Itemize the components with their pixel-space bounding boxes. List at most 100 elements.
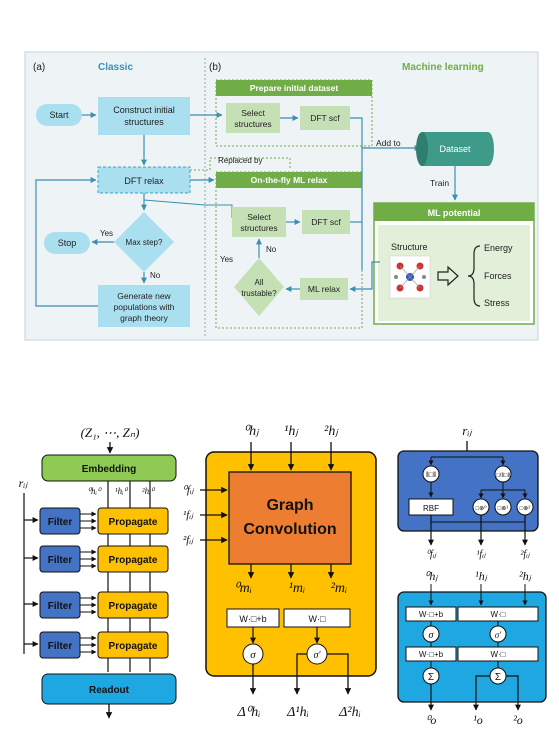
right-w-label-1: W·□ [490,610,505,619]
ml-relax-node [300,278,348,300]
propagate-block [97,507,169,535]
embedding-block [41,454,177,482]
max-step-diamond [114,212,174,272]
filter-label: Filter [48,641,73,652]
stress-label: Stress [484,298,510,308]
sh0-icon: □⊗⁰ [475,505,487,512]
max-step-label: Max step? [126,238,163,247]
panel-b-label: (b) [209,62,221,73]
yes-label-b: Yes [220,255,233,264]
readout-label: Readout [89,685,130,696]
gc-title-2: Convolution [243,521,336,538]
propagate-label: Propagate [109,601,158,612]
start-node [36,104,82,126]
stop-label: Stop [58,238,77,248]
mid-wb-label: W·□+b [239,614,266,624]
dft-scf2-label: DFT scf [311,217,341,227]
all-trustable-diamond [234,258,284,316]
all-label: All [255,278,264,287]
right-sigma-label: σ [429,630,435,641]
mid-out-2: Δ²hᵢ [338,705,361,720]
trustable-label: trustable? [241,289,277,298]
right-f-2: ²fᵢⱼ [520,549,530,560]
energy-label: Energy [484,243,513,253]
h-label-2: ²hᵢ⁰ [142,486,156,496]
right-sum-label-2: Σ [495,672,501,683]
nn-right: rᵢⱼ ‖□‖ □/‖□‖ RBF □⊗⁰ □⊗¹ □⊗² ⁰fᵢⱼ ¹fᵢⱼ … [397,423,547,727]
unit-vector-icon: □/‖□‖ [496,473,510,479]
select2-label-1: Select [247,212,271,222]
right-w-label-2: W·□ [490,650,505,659]
right-f-0: ⁰fᵢⱼ [426,549,437,560]
ml-potential-title: ML potential [428,208,481,218]
select-label-1: Select [241,108,265,118]
construct-label-2: structures [124,117,164,127]
mid-m-0: ⁰mᵢ [234,581,252,596]
select-node [226,103,280,133]
mid-w-label: W·□ [309,614,326,624]
select-label-2: structures [234,119,271,129]
rij-label-right: rᵢⱼ [462,423,472,438]
rij-label-left: rᵢⱼ [19,476,29,490]
filter-label: Filter [48,517,73,528]
filter-panel [397,450,539,532]
mid-sigma-prime-label: σ′ [313,650,321,661]
ml-relax-label: ML relax [308,284,341,294]
filter-label: Filter [48,601,73,612]
dft-scf2-node [302,210,350,234]
mid-f-2: ²fᵢⱼ [183,534,194,546]
propagate-label: Propagate [109,517,158,528]
generate-node [98,285,190,327]
prepare-title: Prepare initial dataset [250,83,339,93]
h-label-1: ¹hᵢ⁰ [115,486,129,496]
right-sum-label-1: Σ [428,672,434,683]
onthefly-title: On-the-fly ML relax [251,175,328,185]
propagate-block [97,631,169,659]
propagate-block [97,591,169,619]
generate-label-3: graph theory [120,313,168,323]
propagate-label: Propagate [109,555,158,566]
nn-left: (Z₁, ⋯, Zₙ) Embedding ⁰hᵢ⁰ ¹hᵢ⁰ ²hᵢ⁰ rᵢⱼ… [19,425,177,719]
construct-node [98,97,190,135]
sh1-node [494,498,512,516]
no-label-a: No [150,271,161,280]
crystal-structure-image [389,255,431,299]
right-out-0: ⁰o [426,713,437,727]
dft-scf-label: DFT scf [310,113,340,123]
ml-potential-header [374,203,534,221]
graph-convolution-block [228,471,352,565]
prepare-header [216,80,372,96]
right-in-0: ⁰hⱼ [425,569,439,583]
dataset-label: Dataset [439,144,471,154]
mid-out-1: Δ¹hᵢ [286,705,309,720]
train-label: Train [430,178,449,188]
mid-m-2: ²mᵢ [331,581,348,596]
panel-a-label: (a) [33,62,45,73]
right-out-1: ¹o [473,713,483,727]
stop-node [44,232,90,254]
mid-sigma-label: σ [250,649,256,661]
propagate-label: Propagate [109,641,158,652]
mid-out-0: Δ⁰hᵢ [236,705,260,720]
flowchart: (a) Classic Start Construct initial stru… [24,51,539,341]
right-sigma-prime-label: σ′ [495,630,502,640]
rbf-label: RBF [423,504,439,513]
sh2-icon: □⊗² [520,506,531,512]
propagate-block [97,545,169,573]
right-wb-label-2: W·□+b [419,650,444,659]
mid-f-0: ⁰fᵢⱼ [182,484,194,496]
gc-title-1: Graph [266,497,313,514]
h-label-0: ⁰hᵢ⁰ [87,486,102,496]
nn-left-input: (Z₁, ⋯, Zₙ) [81,425,140,440]
dft-relax-node [97,166,191,194]
filter-label: Filter [48,555,73,566]
select2-label-2: structures [240,223,277,233]
select2-node [232,207,286,237]
panel-a-title: Classic [98,62,133,73]
generate-label-1: Generate new [117,291,171,301]
right-in-1: ¹hⱼ [475,569,488,583]
forces-label: Forces [484,271,512,281]
output-arrow-icon [437,265,459,287]
no-label-b: No [266,245,277,254]
